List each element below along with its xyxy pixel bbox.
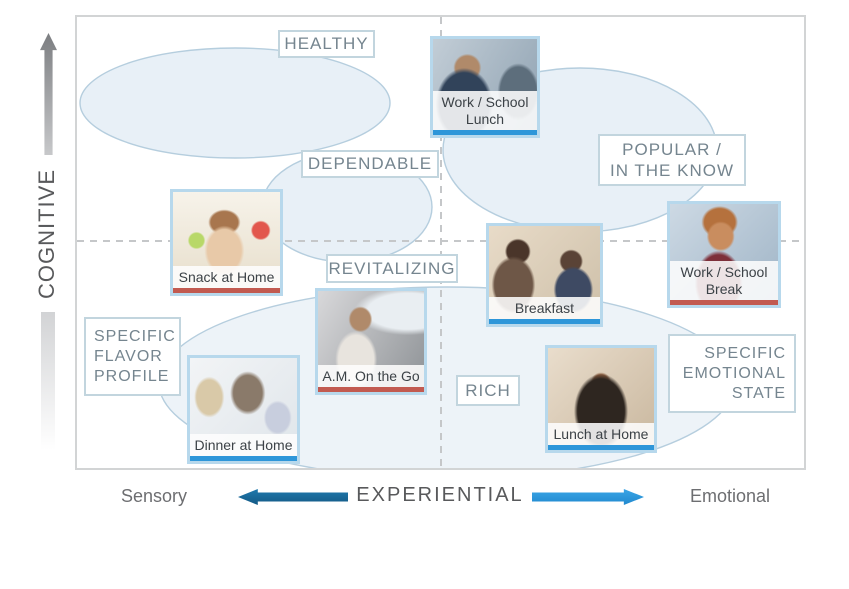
- card-am-on-the-go: A.M. On the Go: [315, 288, 427, 395]
- zone-label-popular-in-the-know: POPULAR / IN THE KNOW: [598, 134, 746, 186]
- card-accent-bar: [173, 288, 280, 293]
- zone-text-line2: FLAVOR: [94, 347, 163, 365]
- card-caption: Lunch at Home: [548, 423, 654, 445]
- caption-line1: Snack at Home: [178, 269, 275, 286]
- x-axis-label: EXPERIENTIAL: [356, 484, 524, 506]
- caption-line2: Lunch: [465, 111, 505, 128]
- card-caption: Work / School Lunch: [433, 91, 537, 130]
- card-accent-bar: [670, 300, 778, 305]
- horizontal-dashed-divider: [77, 240, 804, 242]
- card-dinner-at-home: Dinner at Home: [187, 355, 300, 464]
- card-work-school-lunch: Work / School Lunch: [430, 36, 540, 138]
- card-caption: Dinner at Home: [190, 434, 297, 456]
- zone-text: RICH: [465, 380, 511, 400]
- zone-label-rich: RICH: [456, 375, 520, 406]
- left-arrow-icon: [238, 489, 348, 505]
- x-axis-right-label: Emotional: [689, 486, 771, 506]
- cognitive-fade-bar: [41, 312, 55, 450]
- zone-text-line1: SPECIFIC: [94, 327, 176, 345]
- zone-label-healthy: HEALTHY: [278, 30, 375, 58]
- zone-text: DEPENDABLE: [307, 154, 433, 174]
- caption-line1: Work / School: [441, 94, 529, 111]
- zone-text: HEALTHY: [284, 34, 369, 54]
- zone-text-line3: PROFILE: [94, 367, 170, 385]
- zone-text-line1: POPULAR /: [622, 139, 722, 159]
- zone-label-revitalizing: REVITALIZING: [326, 254, 458, 283]
- card-snack-at-home: Snack at Home: [170, 189, 283, 296]
- right-arrow-icon: [532, 489, 644, 505]
- card-accent-bar: [489, 319, 600, 324]
- caption-line2: Break: [705, 281, 743, 298]
- card-accent-bar: [433, 130, 537, 135]
- vertical-dashed-divider: [440, 17, 442, 468]
- zone-text-line3: STATE: [731, 384, 786, 402]
- zone-label-specific-flavor-profile: SPECIFIC FLAVOR PROFILE: [84, 317, 181, 396]
- zone-text: REVITALIZING: [328, 258, 456, 278]
- caption-line1: Lunch at Home: [553, 426, 649, 443]
- zone-text-line1: SPECIFIC: [704, 344, 786, 362]
- card-caption: Snack at Home: [173, 266, 280, 288]
- ellipse-healthy: [79, 47, 391, 159]
- card-caption: A.M. On the Go: [318, 365, 424, 387]
- card-work-school-break: Work / School Break: [667, 201, 781, 308]
- cognitive-up-arrow-icon: [40, 33, 57, 155]
- zone-label-specific-emotional-state: SPECIFIC EMOTIONAL STATE: [668, 334, 796, 413]
- card-lunch-at-home: Lunch at Home: [545, 345, 657, 453]
- x-axis-left-label: Sensory: [120, 486, 188, 506]
- zone-text-line2: IN THE KNOW: [609, 161, 735, 180]
- card-breakfast: Breakfast: [486, 223, 603, 327]
- card-caption: Work / School Break: [670, 261, 778, 300]
- card-accent-bar: [548, 445, 654, 450]
- caption-line1: Breakfast: [514, 300, 575, 317]
- zone-label-dependable: DEPENDABLE: [301, 150, 439, 178]
- card-accent-bar: [190, 456, 297, 461]
- caption-line1: Dinner at Home: [194, 437, 293, 454]
- caption-line1: A.M. On the Go: [322, 368, 420, 385]
- y-axis-label: COGNITIVE: [34, 169, 59, 300]
- zone-text-line2: EMOTIONAL: [682, 364, 786, 382]
- card-accent-bar: [318, 387, 424, 392]
- caption-line1: Work / School: [680, 264, 768, 281]
- card-caption: Breakfast: [489, 297, 600, 319]
